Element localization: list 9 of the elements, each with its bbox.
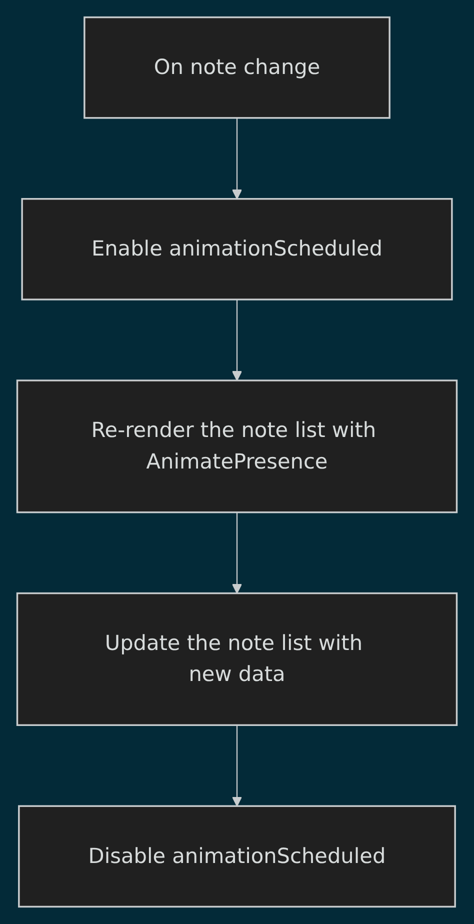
- node-box: Disable animationScheduled: [18, 805, 456, 908]
- arrow: [232, 512, 242, 594]
- node-box: On note change: [84, 16, 390, 119]
- arrow: [232, 118, 242, 200]
- node-box: Re-render the note list with AnimatePresence: [16, 380, 458, 514]
- arrow: [232, 725, 242, 807]
- arrow: [232, 300, 242, 381]
- node-box: Enable animationScheduled: [21, 198, 453, 300]
- node-box: Update the note list with new data: [16, 592, 458, 726]
